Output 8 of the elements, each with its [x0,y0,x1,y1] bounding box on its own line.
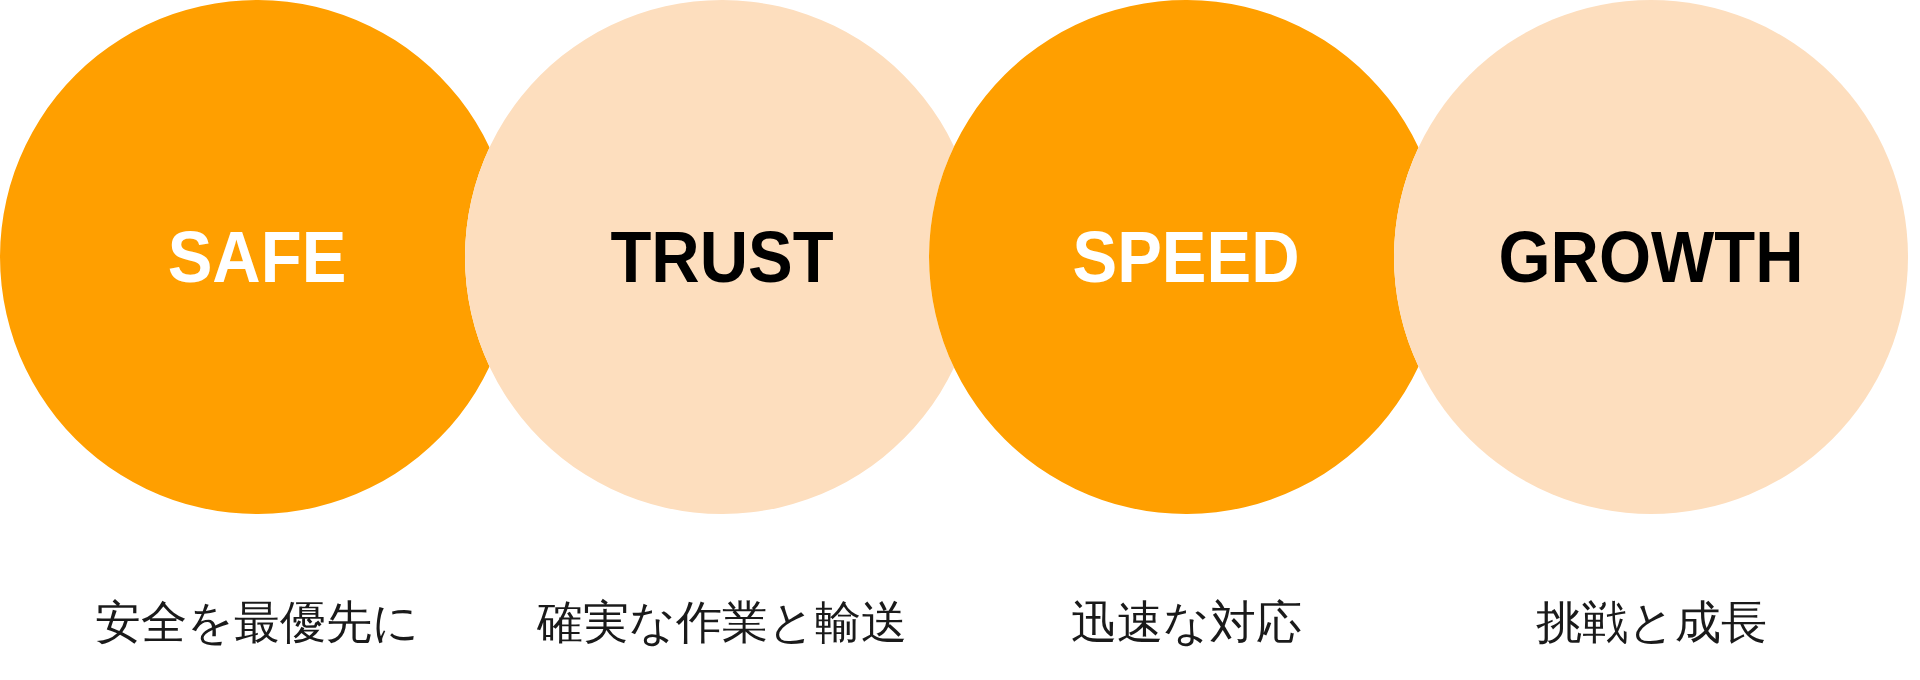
circle-description: 確実な作業と輸送 [537,599,907,645]
circle-title: GROWTH [1498,221,1804,293]
circle-title: TRUST [610,221,834,293]
circle-description: 迅速な対応 [1070,599,1302,645]
circle-description: 挑戦と成長 [1535,599,1767,645]
circle-title: SPEED [1072,221,1300,293]
circle-title: SAFE [167,221,347,293]
circle-description: 安全を最優先に [95,599,419,645]
